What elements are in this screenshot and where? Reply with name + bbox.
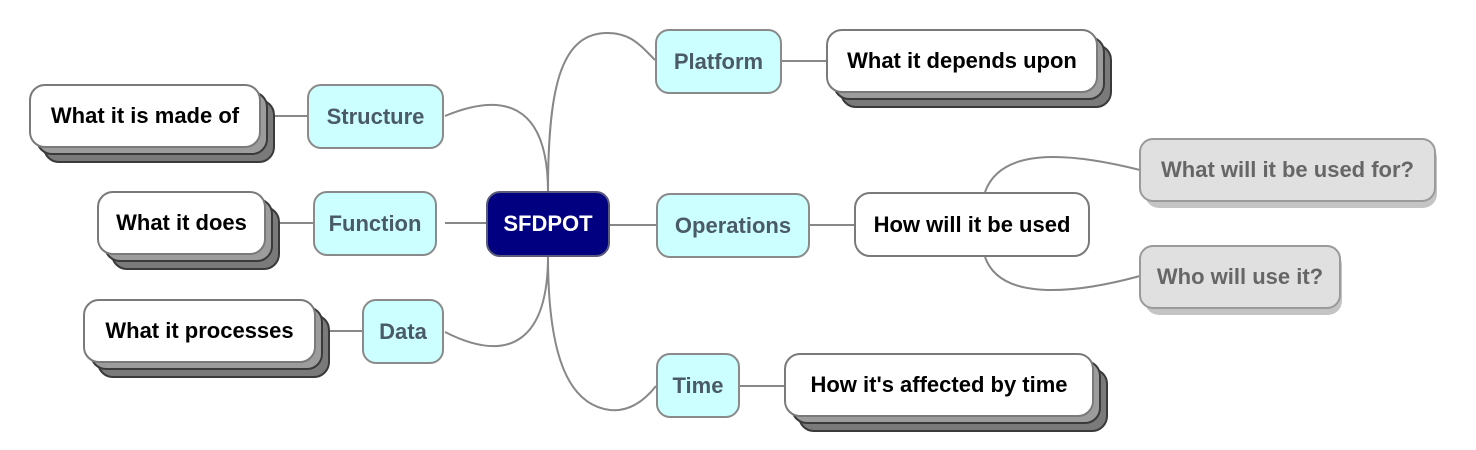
category-function[interactable]: Function — [313, 191, 437, 256]
connector-leaf-usedfor — [984, 156, 1141, 193]
category-data-label: Data — [379, 318, 427, 344]
category-data[interactable]: Data — [362, 299, 444, 364]
category-time-label: Time — [672, 372, 724, 398]
leaf-function[interactable]: What it does — [97, 191, 266, 255]
connector-root-time — [547, 255, 657, 412]
leaf-time[interactable]: How it's affected by time — [784, 353, 1094, 417]
leaf-platform[interactable]: What it depends upon — [826, 29, 1098, 93]
category-structure[interactable]: Structure — [307, 84, 444, 149]
category-time[interactable]: Time — [656, 353, 740, 418]
subleaf-who-use-label: Who will use it? — [1156, 264, 1324, 289]
leaf-data-label: What it processes — [105, 318, 294, 343]
leaf-platform-label: What it depends upon — [847, 48, 1077, 73]
leaf-operations-label: How will it be used — [873, 211, 1071, 237]
leaf-function-label: What it does — [116, 210, 247, 235]
leaf-time-label: How it's affected by time — [810, 372, 1068, 397]
category-operations[interactable]: Operations — [656, 193, 810, 258]
connector-leaf-whouse — [984, 256, 1141, 292]
connector-root-data — [444, 255, 549, 348]
subleaf-used-for[interactable]: What will it be used for? — [1139, 138, 1436, 202]
leaf-data[interactable]: What it processes — [83, 299, 316, 363]
connector-root-structure — [444, 104, 549, 193]
leaf-structure[interactable]: What it is made of — [29, 84, 261, 148]
leaf-operations[interactable]: How will it be used — [854, 192, 1090, 257]
subleaf-used-for-label: What will it be used for? — [1161, 157, 1414, 182]
category-structure-label: Structure — [326, 103, 425, 129]
root-node[interactable]: SFDPOT — [486, 191, 610, 257]
category-function-label: Function — [328, 210, 422, 236]
category-platform[interactable]: Platform — [655, 29, 782, 94]
category-platform-label: Platform — [673, 48, 764, 74]
leaf-structure-label: What it is made of — [50, 103, 240, 128]
subleaf-who-use[interactable]: Who will use it? — [1139, 245, 1341, 309]
category-operations-label: Operations — [674, 212, 792, 238]
root-label: SFDPOT — [503, 211, 593, 236]
connector-root-platform — [547, 31, 656, 193]
